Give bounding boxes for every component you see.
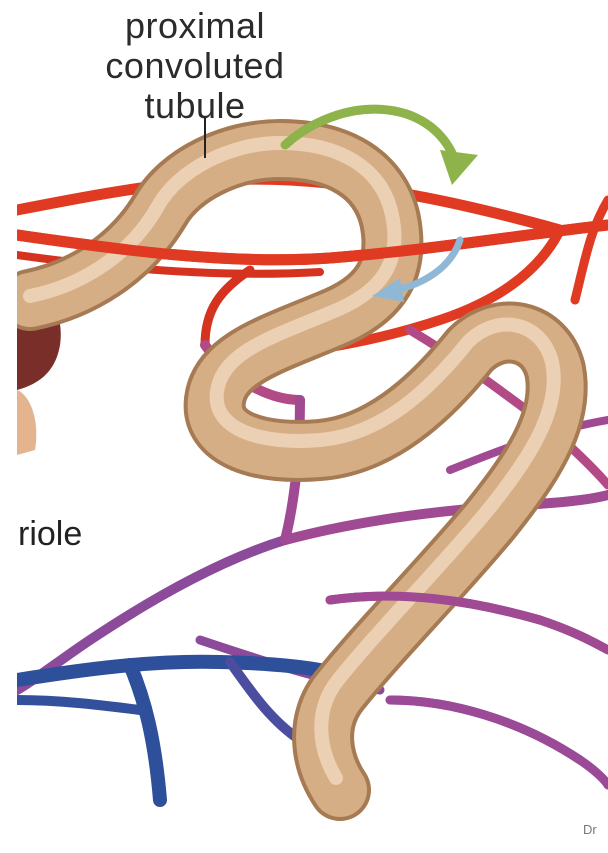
label-convoluted: convoluted xyxy=(0,46,390,86)
left-margin xyxy=(0,0,17,848)
label-tubule: tubule xyxy=(0,86,390,126)
credit-text: Dr xyxy=(583,822,597,837)
label-arteriole-partial: riole xyxy=(18,515,82,554)
label-proximal: proximal xyxy=(0,6,390,46)
